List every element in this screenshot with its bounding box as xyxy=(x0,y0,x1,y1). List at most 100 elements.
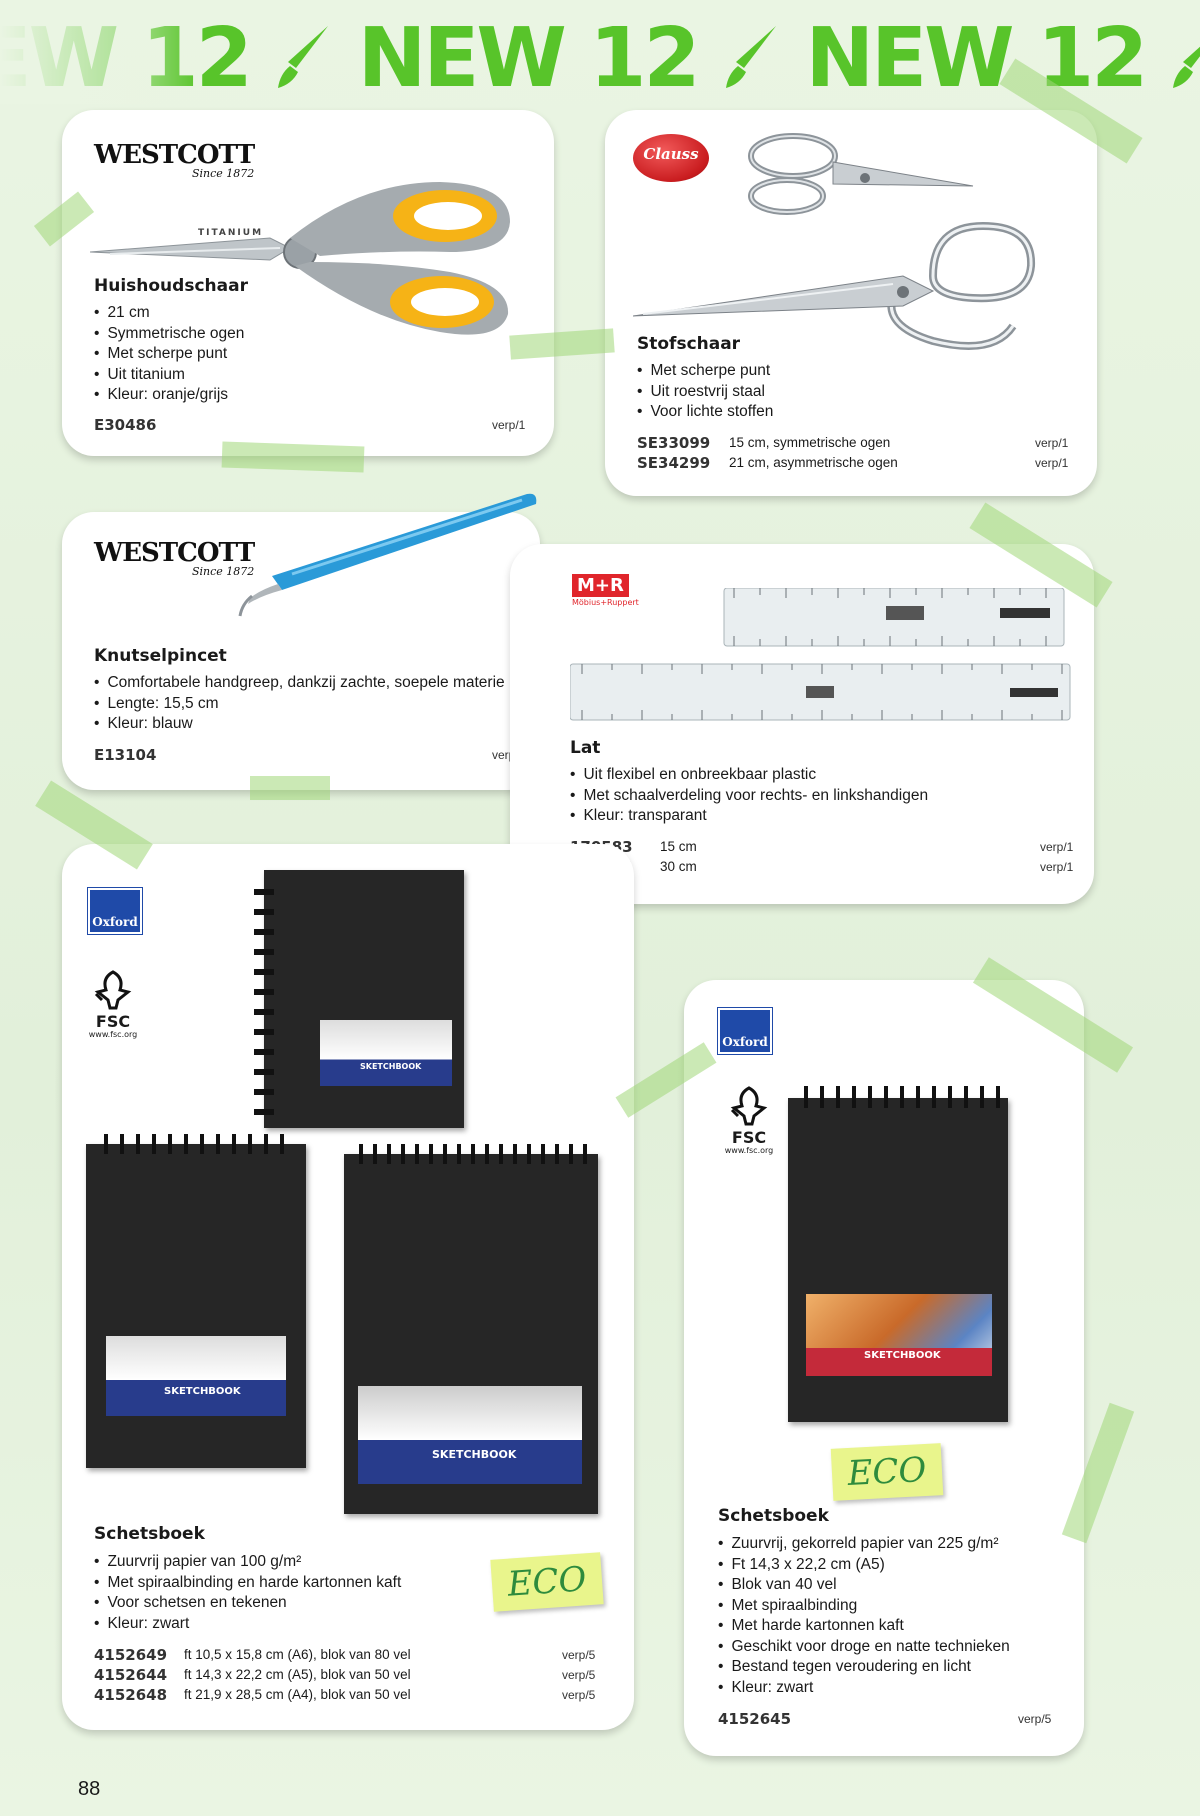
feature-item: Kleur: zwart xyxy=(94,1614,401,1635)
book-label: SKETCHBOOK xyxy=(360,1062,422,1071)
feature-item: Zuurvrij papier van 100 g/m² xyxy=(94,1552,401,1573)
sketchbook-a6-image: SKETCHBOOK xyxy=(254,870,464,1128)
sketchbook-a4-image: SKETCHBOOK xyxy=(344,1144,598,1514)
oxford-logo: Oxford xyxy=(717,1007,773,1055)
packaging-unit: verp/1 xyxy=(492,418,526,432)
feature-item: Comfortabele handgreep, dankzij zachte, … xyxy=(94,673,504,694)
product-code: 4152649 xyxy=(94,1646,168,1664)
product-code: 4152648 xyxy=(94,1686,168,1704)
variant-description: 15 cm, symmetrische ogen xyxy=(729,435,891,450)
spiral-binding xyxy=(254,880,274,1120)
feature-item: Kleur: oranje/grijs xyxy=(94,385,244,406)
feature-item: Met spiraalbinding xyxy=(718,1596,1010,1617)
mr-logo: M+R Möbius+Ruppert xyxy=(572,574,639,607)
banner-word: NEW 12 xyxy=(357,14,701,104)
eco-sticker: ECO xyxy=(830,1443,944,1501)
book-label: SKETCHBOOK xyxy=(164,1386,241,1397)
brush-icon xyxy=(276,20,332,90)
oxford-logo: Oxford xyxy=(87,887,143,935)
feature-item: Geschikt voor droge en natte technieken xyxy=(718,1637,1009,1658)
feature-item: Uit roestvrij staal xyxy=(637,382,773,403)
packaging-unit: verp/1 xyxy=(1035,456,1069,470)
westcott-logo-since: Since 1872 xyxy=(191,167,255,180)
feature-item: Met schaalverdeling voor rechts- en link… xyxy=(570,786,928,807)
product-code: 4152645 xyxy=(718,1710,792,1728)
variant-description: 15 cm xyxy=(660,839,697,854)
product-title: Schetsboek xyxy=(718,1506,829,1526)
clauss-logo: Clauss xyxy=(633,134,709,182)
ruler-image xyxy=(570,588,1071,721)
mr-logo-sub: Möbius+Ruppert xyxy=(572,598,639,607)
feature-item: Uit titanium xyxy=(94,365,244,386)
scissors-yellow-image xyxy=(90,182,510,335)
oxford-logo-name: Oxford xyxy=(92,915,138,929)
page-number: 88 xyxy=(78,1778,101,1800)
card-lat: M+R Möbius+Ruppert Lat Uit flexibel en o… xyxy=(510,544,1094,904)
westcott-logo: WESTCOTT Since 1872 xyxy=(94,140,255,180)
product-title: Lat xyxy=(570,738,601,758)
feature-item: Met scherpe punt xyxy=(637,361,773,382)
packaging-unit: verp/1 xyxy=(1035,436,1069,450)
packaging-unit: verp/1 xyxy=(1040,860,1074,874)
book-cover-band xyxy=(806,1348,992,1376)
blade-label: TITANIUM xyxy=(198,228,264,238)
feature-list: Comfortabele handgreep, dankzij zachte, … xyxy=(94,673,505,735)
variant-description: ft 21,9 x 28,5 cm (A4), blok van 50 vel xyxy=(184,1687,411,1702)
fsc-url: www.fsc.org xyxy=(88,1030,138,1039)
westcott-logo: WESTCOTT Since 1872 xyxy=(94,538,255,578)
tape-strip xyxy=(250,776,330,800)
feature-item: Voor lichte stoffen xyxy=(637,402,773,423)
eco-sticker: ECO xyxy=(490,1552,604,1612)
feature-item: Met harde kartonnen kaft xyxy=(718,1616,1010,1637)
card-knutselpincet: WESTCOTT Since 1872 Knutselpincet Comfor… xyxy=(62,493,540,790)
book-cover-label: SKETCHBOOK xyxy=(106,1336,286,1416)
feature-item: Lengte: 15,5 cm xyxy=(94,694,505,715)
fsc-tree-icon xyxy=(730,1086,768,1126)
feature-item: Blok van 40 vel xyxy=(718,1575,1010,1596)
product-code: SE34299 xyxy=(637,454,711,472)
variant-description: ft 10,5 x 15,8 cm (A6), blok van 80 vel xyxy=(184,1647,411,1662)
feature-item: Uit flexibel en onbreekbaar plastic xyxy=(570,765,928,786)
product-title: Schetsboek xyxy=(94,1524,205,1544)
fsc-url: www.fsc.org xyxy=(724,1146,774,1155)
westcott-logo-since: Since 1872 xyxy=(191,565,255,578)
feature-list: Zuurvrij, gekorreld papier van 225 g/m² … xyxy=(718,1534,1010,1698)
feature-list: Met scherpe punt Uit roestvrij staal Voo… xyxy=(637,361,773,423)
fsc-label: FSC xyxy=(731,1128,767,1147)
product-code: E30486 xyxy=(94,416,157,434)
feature-item: Symmetrische ogen xyxy=(94,324,244,345)
feature-list: Zuurvrij papier van 100 g/m² Met spiraal… xyxy=(94,1552,401,1634)
variant-description: 30 cm xyxy=(660,859,697,874)
feature-item: Met scherpe punt xyxy=(94,344,244,365)
variant-description: ft 14,3 x 22,2 cm (A5), blok van 50 vel xyxy=(184,1667,411,1682)
packaging-unit: verp/5 xyxy=(1018,1712,1052,1726)
card-huishoudschaar: WESTCOTT Since 1872 TITANIUM Huishoudsch… xyxy=(62,110,554,456)
product-code: E13104 xyxy=(94,746,157,764)
packaging-unit: verp/5 xyxy=(562,1648,596,1662)
variant-description: 21 cm, asymmetrische ogen xyxy=(729,455,898,470)
feature-item: Bestand tegen veroudering en licht xyxy=(718,1657,1010,1678)
product-title: Stofschaar xyxy=(637,334,741,354)
westcott-logo-name: WESTCOTT xyxy=(94,140,255,170)
tweezers-image xyxy=(238,493,537,617)
tape-strip xyxy=(221,441,365,473)
feature-list: 21 cm Symmetrische ogen Met scherpe punt… xyxy=(94,303,244,406)
book-cover-label: SKETCHBOOK xyxy=(320,1020,452,1086)
feature-list: Uit flexibel en onbreekbaar plastic Met … xyxy=(570,765,928,827)
fsc-logo: FSC www.fsc.org xyxy=(714,1086,784,1155)
brush-icon xyxy=(724,20,780,90)
feature-item: Ft 14,3 x 22,2 cm (A5) xyxy=(718,1555,1010,1576)
fsc-logo: FSC www.fsc.org xyxy=(78,970,148,1039)
scissors-steel-image xyxy=(633,133,1036,350)
product-title: Huishoudschaar xyxy=(94,276,248,296)
card-stofschaar: Clauss Stofschaar Met scherpe punt Uit r… xyxy=(605,110,1097,496)
sketchbook-a5-image: SKETCHBOOK xyxy=(788,1086,1008,1422)
card-schetsboek-2: Oxford FSC www.fsc.org SKETCHBOOK ECO Sc… xyxy=(684,980,1084,1756)
fsc-label: FSC xyxy=(95,1012,131,1031)
book-cover-label: SKETCHBOOK xyxy=(358,1386,582,1484)
book-label: SKETCHBOOK xyxy=(432,1448,517,1461)
clauss-logo-name: Clauss xyxy=(643,145,699,163)
product-title: Knutselpincet xyxy=(94,646,227,666)
packaging-unit: verp/5 xyxy=(562,1688,596,1702)
